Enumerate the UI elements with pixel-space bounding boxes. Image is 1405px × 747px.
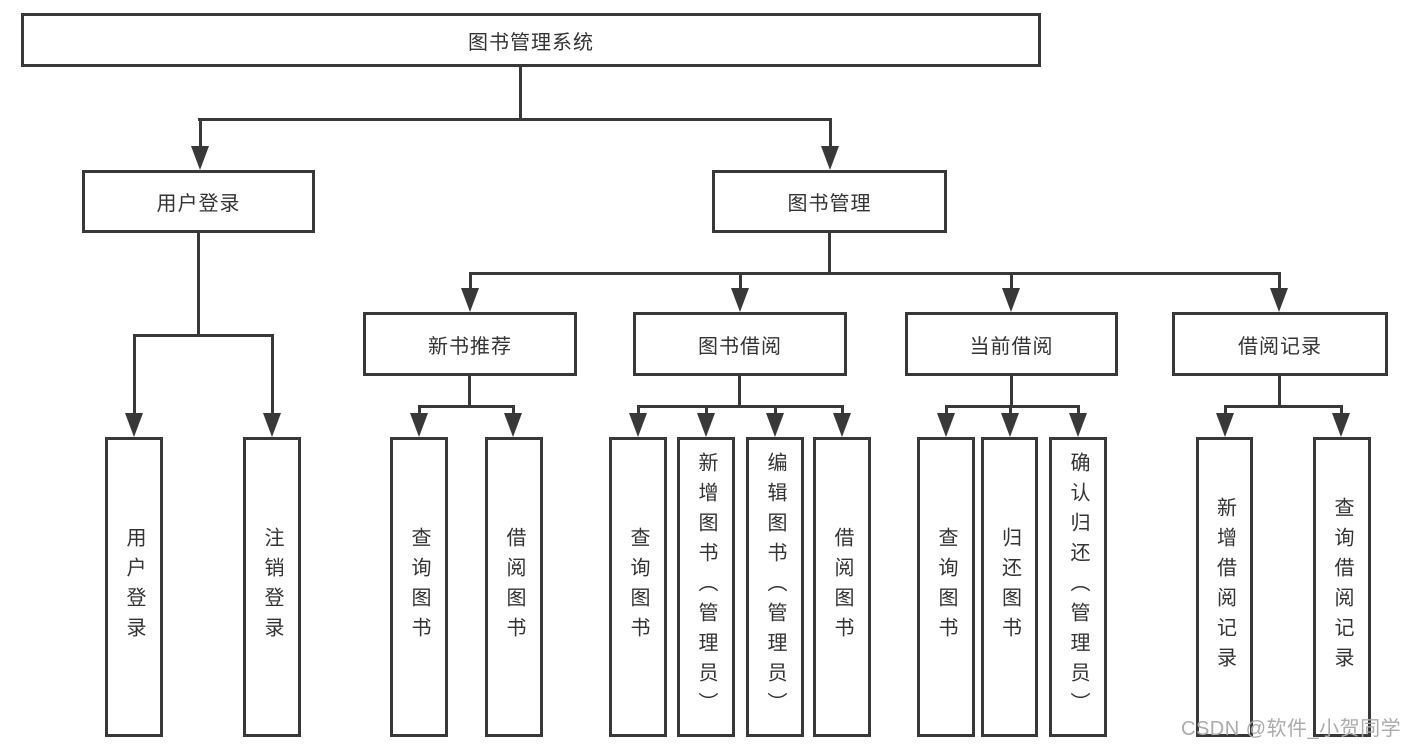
arrowhead-down-icon (263, 413, 281, 437)
arrowhead-down-icon (731, 288, 749, 312)
connector-stub (841, 405, 844, 416)
connector-stub (469, 272, 472, 290)
leaf-query-books-current-label: 查询图书 (935, 527, 957, 647)
node-book-borrow: 图书借阅 (633, 312, 847, 376)
arrowhead-down-icon (1332, 413, 1350, 437)
leaf-query-borrow-record: 查询借阅记录 (1313, 437, 1371, 737)
leaf-logout: 注销登录 (243, 437, 301, 737)
connector-stub (1340, 405, 1343, 416)
arrowhead-down-icon (766, 413, 784, 437)
arrowhead-down-icon (410, 413, 428, 437)
connector-stub (199, 118, 202, 150)
arrowhead-down-icon (1270, 288, 1288, 312)
leaf-query-borrow-record-label: 查询借阅记录 (1331, 497, 1353, 677)
leaf-query-books-borrow-label: 查询图书 (627, 527, 649, 647)
connector-root-branch (198, 118, 832, 121)
leaf-query-books-recommend-label: 查询图书 (408, 527, 430, 647)
arrowhead-down-icon (504, 413, 522, 437)
leaf-borrow-books-label: 借阅图书 (831, 527, 853, 647)
connector-root-stem (519, 66, 522, 120)
node-user-login: 用户登录 (82, 170, 315, 233)
connector-user-login-branch (133, 334, 274, 337)
arrowhead-down-icon (191, 146, 209, 170)
connector-stub (271, 334, 274, 416)
connector-new-book-recommend-stem (468, 376, 471, 408)
connector-stub (1010, 272, 1013, 290)
node-new-book-recommend-label: 新书推荐 (428, 335, 512, 358)
node-root-label: 图书管理系统 (468, 31, 594, 54)
leaf-borrow-books: 借阅图书 (813, 437, 871, 737)
leaf-return-book: 归还图书 (981, 437, 1038, 737)
node-borrow-records: 借阅记录 (1172, 312, 1388, 376)
node-current-borrow-label: 当前借阅 (969, 335, 1054, 358)
connector-book-borrow-stem (738, 376, 741, 408)
connector-stub (1077, 405, 1080, 416)
leaf-query-books-current: 查询图书 (917, 437, 975, 737)
node-borrow-records-label: 借阅记录 (1238, 335, 1322, 358)
arrowhead-down-icon (821, 146, 839, 170)
node-book-management-label: 图书管理 (787, 193, 872, 215)
connector-stub (739, 272, 742, 290)
connector-stub (133, 334, 136, 416)
leaf-user-login-label: 用户登录 (123, 527, 145, 647)
leaf-return-book-label: 归还图书 (998, 527, 1021, 647)
arrowhead-down-icon (1002, 288, 1020, 312)
node-current-borrow: 当前借阅 (905, 312, 1118, 376)
connector-borrow-records-stem (1278, 376, 1281, 408)
connector-stub (774, 405, 777, 416)
connector-user-login-stem (197, 233, 200, 337)
connector-book-borrow-branch (637, 405, 844, 408)
leaf-add-book-admin-label: 新增图书（管理员） (695, 452, 717, 722)
arrowhead-down-icon (697, 413, 715, 437)
leaf-borrow-books-recommend: 借阅图书 (485, 437, 543, 737)
connector-book-management-branch (469, 272, 1281, 275)
arrowhead-down-icon (629, 413, 647, 437)
connector-stub (945, 405, 948, 416)
arrowhead-down-icon (461, 288, 479, 312)
leaf-logout-label: 注销登录 (261, 527, 283, 647)
node-new-book-recommend: 新书推荐 (363, 312, 577, 376)
arrowhead-down-icon (833, 413, 851, 437)
connector-book-management-stem (828, 233, 831, 275)
leaf-add-borrow-record-label: 新增借阅记录 (1213, 497, 1236, 677)
leaf-query-books-recommend: 查询图书 (390, 437, 448, 737)
leaf-confirm-return-admin: 确认归还（管理员） (1049, 437, 1107, 737)
arrowhead-down-icon (1069, 413, 1087, 437)
leaf-edit-book-admin-label: 编辑图书（管理员） (764, 452, 786, 722)
leaf-confirm-return-admin-label: 确认归还（管理员） (1067, 452, 1089, 722)
leaf-user-login: 用户登录 (105, 437, 163, 737)
leaf-query-books-borrow: 查询图书 (609, 437, 667, 737)
connector-stub (1278, 272, 1281, 290)
connector-stub (637, 405, 640, 416)
arrowhead-down-icon (125, 413, 143, 437)
connector-current-borrow-branch (945, 405, 1080, 408)
node-book-management: 图书管理 (712, 170, 947, 233)
connector-stub (512, 405, 515, 416)
leaf-add-borrow-record: 新增借阅记录 (1196, 437, 1253, 737)
connector-new-book-recommend-branch (418, 405, 515, 408)
connector-stub (418, 405, 421, 416)
connector-borrow-records-branch (1224, 405, 1343, 408)
arrowhead-down-icon (1216, 413, 1234, 437)
csdn-watermark: CSDN @软件_小贺同学 (1181, 718, 1402, 740)
connector-stub (705, 405, 708, 416)
leaf-edit-book-admin: 编辑图书（管理员） (746, 437, 804, 737)
arrowhead-down-icon (937, 413, 955, 437)
connector-stub (1009, 405, 1012, 416)
node-user-login-label: 用户登录 (156, 193, 241, 215)
connector-stub (1224, 405, 1227, 416)
node-book-borrow-label: 图书借阅 (698, 335, 782, 358)
node-root-system: 图书管理系统 (21, 13, 1041, 67)
connector-stub (829, 118, 832, 150)
leaf-borrow-books-recommend-label: 借阅图书 (503, 527, 525, 647)
arrowhead-down-icon (1001, 413, 1019, 437)
connector-current-borrow-stem (1010, 376, 1013, 408)
leaf-add-book-admin: 新增图书（管理员） (677, 437, 735, 737)
